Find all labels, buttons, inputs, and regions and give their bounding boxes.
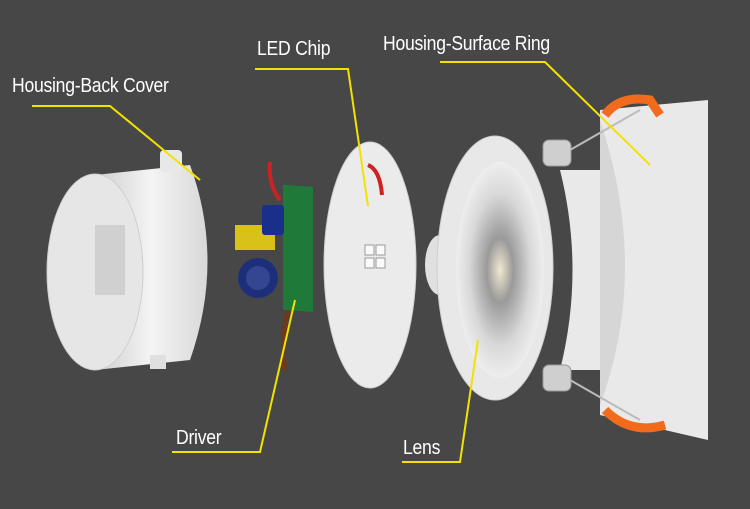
label-driver: Driver	[176, 427, 222, 449]
label-lens: Lens	[403, 437, 441, 459]
driver-board	[235, 161, 313, 371]
lens	[425, 135, 554, 401]
label-housing-surface-ring: Housing-Surface Ring	[383, 33, 550, 55]
led-chip-board	[323, 141, 417, 389]
leader-line-back-cover	[32, 105, 201, 181]
leader-line-surface-ring	[440, 61, 651, 166]
leader-line-driver	[172, 299, 296, 453]
housing-back-cover	[46, 150, 208, 371]
label-housing-back-cover: Housing-Back Cover	[12, 75, 169, 97]
leader-line-led-chip	[255, 68, 369, 207]
label-led-chip: LED Chip	[257, 38, 331, 60]
housing-surface-ring	[542, 94, 708, 440]
leader-line-lens	[402, 339, 479, 463]
